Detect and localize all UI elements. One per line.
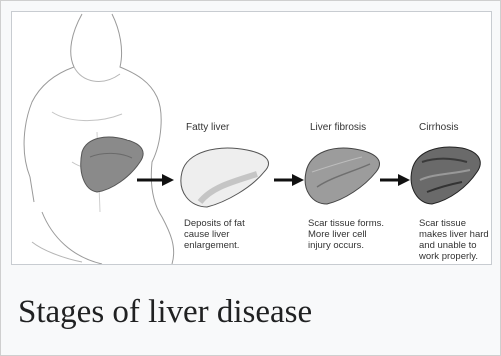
figure-caption: Stages of liver disease xyxy=(18,294,312,331)
fatty-liver-image xyxy=(181,148,269,207)
arrow-right-icon xyxy=(137,174,174,186)
stage-title-cirrhosis: Cirrhosis xyxy=(419,122,458,133)
cirrhosis-liver-image xyxy=(411,147,480,204)
stage-title-fatty-liver: Fatty liver xyxy=(186,122,229,133)
arrow-right-icon xyxy=(274,174,304,186)
diagram-image[interactable]: Fatty liver Liver fibrosis Cirrhosis Dep… xyxy=(11,11,492,265)
stage-description-cirrhosis: Scar tissue makes liver hard and unable … xyxy=(419,218,489,262)
stage-description-fatty-liver: Deposits of fat cause liver enlargement. xyxy=(184,218,245,251)
stage-description-liver-fibrosis: Scar tissue forms. More liver cell injur… xyxy=(308,218,384,251)
arrow-right-icon xyxy=(380,174,410,186)
stage-title-liver-fibrosis: Liver fibrosis xyxy=(310,122,366,133)
fibrosis-liver-image xyxy=(305,148,379,204)
normal-liver xyxy=(81,137,143,192)
